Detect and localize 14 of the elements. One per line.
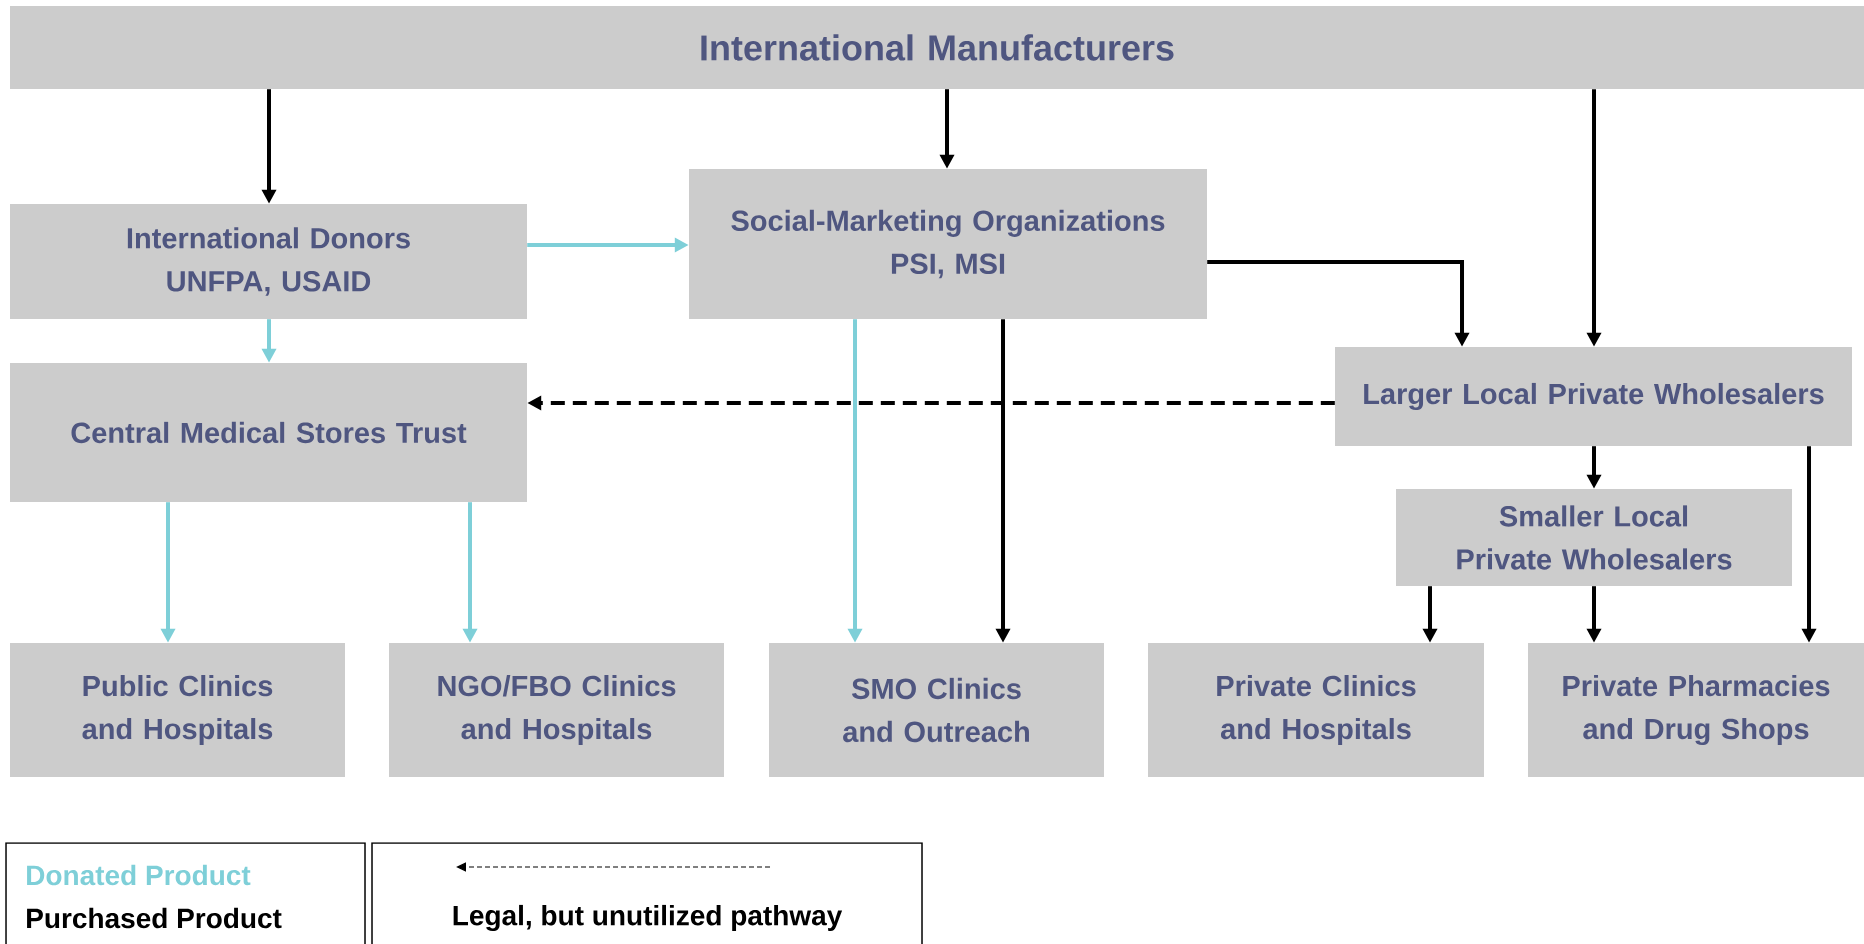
process-box: Private Pharmacies and Drug Shops: [1528, 643, 1864, 777]
process-box: Central Medical Stores Trust: [10, 363, 527, 502]
process-box: Private Clinics and Hospitals: [1148, 643, 1484, 777]
legend-entry: Donated Product: [27, 864, 251, 886]
process-box: Public Clinics and Hospitals: [10, 643, 345, 777]
process-box: International Donors UNFPA, USAID: [10, 204, 527, 319]
legend-entry: Legal, but unutilized pathway: [453, 904, 843, 932]
process-box: International Manufacturers: [10, 6, 1864, 89]
process-box: Larger Local Private Wholesalers: [1335, 347, 1852, 446]
process-box: Social-Marketing Organizations PSI, MSI: [689, 169, 1207, 319]
process-box: NGO/FBO Clinics and Hospitals: [389, 643, 724, 777]
process-box: SMO Clinics and Outreach: [769, 643, 1104, 777]
process-box: Smaller Local Private Wholesalers: [1396, 489, 1792, 586]
legend-entry: Purchased Product: [27, 907, 282, 929]
